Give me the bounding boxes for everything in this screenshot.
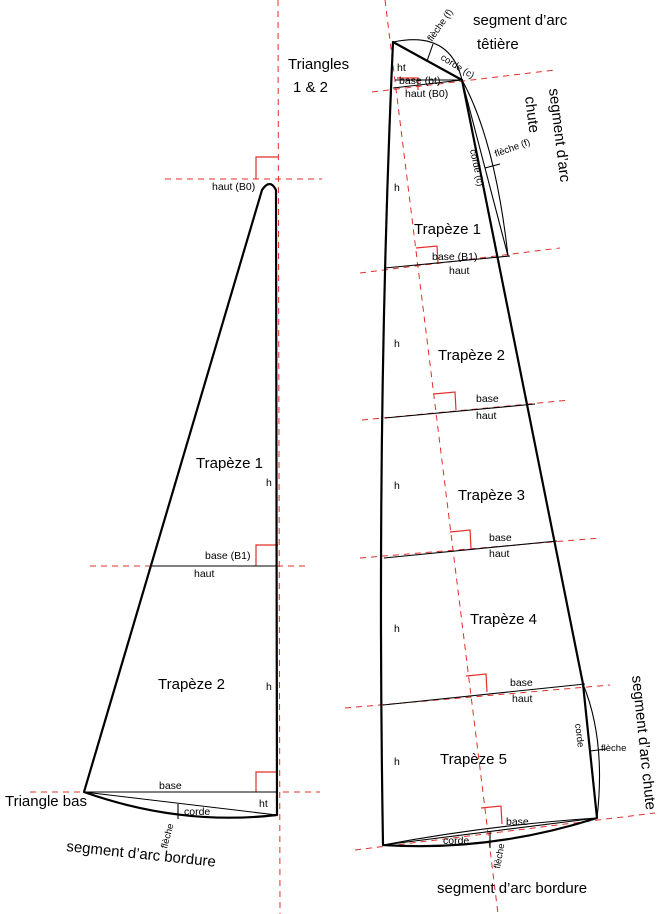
right-angle-3 [449, 529, 472, 549]
right-base-2-label: base [476, 393, 499, 405]
right-chute-low-fleche [589, 748, 607, 752]
chute-segment-label-2: chute [521, 95, 542, 134]
chute-low-corde-label: corde [572, 723, 586, 748]
right-base-5-label: base [506, 816, 529, 828]
left-corde-label: corde [184, 806, 210, 818]
right-base-4-label: base [510, 677, 533, 689]
left-base-label: base [159, 780, 182, 792]
right-haut-1-label: haut [449, 265, 470, 277]
right-trapeze-1-label: Trapèze 1 [414, 221, 481, 238]
right-mast-axis [384, 0, 499, 914]
right-h-label-4: h [394, 623, 400, 635]
right-haut-4-label: haut [512, 693, 533, 705]
right-base-3-label: base [489, 532, 512, 544]
right-angle-5 [480, 805, 503, 825]
right-corde-bottom-label: corde [443, 835, 469, 847]
right-tetiere-arc [392, 39, 463, 81]
right-chute-low-arc [582, 683, 601, 819]
left-base-b1-label: base (B1) [205, 550, 251, 562]
triangles-title-1: Triangles [288, 56, 349, 73]
left-corde-line [83, 791, 278, 816]
left-trapeze-1-label: Trapèze 1 [196, 455, 263, 472]
right-sail: segment d’arc têtière flèche (f) corde (… [344, 0, 659, 914]
right-trapeze-3-label: Trapèze 3 [458, 487, 525, 504]
left-right-angle-top [255, 156, 278, 179]
right-divider-3 [383, 540, 558, 559]
tetiere-segment-label-1: segment d’arc [473, 12, 568, 29]
right-haut-b0-label: haut (B0) [405, 88, 448, 100]
right-ht-label: ht [397, 62, 406, 74]
chute-corde-label: corde (c) [467, 148, 486, 187]
tetiere-fleche-label: flèche (f) [425, 7, 455, 44]
right-haut-3-label: haut [489, 548, 510, 560]
right-bordure-corde [382, 817, 598, 846]
right-base-bt-label: base (bt) [399, 75, 440, 87]
right-guide-top [371, 69, 556, 93]
triangles-title-2: 1 & 2 [293, 79, 328, 96]
right-h-label-3: h [394, 480, 400, 492]
right-trapeze-2-label: Trapèze 2 [438, 347, 505, 364]
right-trapeze-4-label: Trapèze 4 [470, 611, 537, 628]
left-h-label-2: h [266, 681, 272, 693]
right-sail-outline [379, 40, 599, 848]
right-guide-3 [359, 537, 601, 559]
right-divider-2 [384, 403, 536, 419]
right-haut-2-label: haut [476, 410, 497, 422]
right-divider-4 [382, 683, 586, 706]
left-trapeze-2-label: Trapèze 2 [158, 676, 225, 693]
left-ht-label: ht [259, 798, 268, 810]
right-chute-arc [461, 79, 509, 257]
left-sail-outline [82, 182, 279, 819]
tetiere-segment-label-2: têtière [477, 36, 519, 53]
left-right-angle-mid [255, 544, 278, 566]
left-mast-axis [277, 0, 281, 914]
chute-fleche-label: flèche (f) [493, 137, 532, 160]
right-bordure-arc [382, 817, 598, 846]
right-base-b1-label: base (B1) [432, 251, 478, 263]
left-haut-b0-label: haut (B0) [212, 181, 255, 193]
right-angle-2 [433, 391, 457, 411]
left-sail: Triangles 1 & 2 haut (B0) Trapèze 1 h ba… [5, 0, 349, 914]
right-chute-fleche [484, 163, 501, 169]
right-divider-1 [384, 255, 511, 269]
right-trapeze-5-label: Trapèze 5 [440, 751, 507, 768]
chute-segment-label-1: segment d’arc [545, 87, 573, 183]
left-haut-label: haut [194, 568, 215, 580]
left-h-label-1: h [266, 477, 272, 489]
right-angle-4 [465, 673, 488, 693]
chute-low-segment-label: segment d’arc chute [628, 675, 659, 811]
left-fleche-label: flèche [159, 822, 176, 849]
right-h-label-5: h [394, 756, 400, 768]
right-fleche-bottom-label: flèche [492, 843, 507, 870]
right-h-label-1: h [394, 182, 400, 194]
right-h-label-2: h [394, 338, 400, 350]
left-right-angle-bottom [255, 771, 278, 792]
right-angle-1 [415, 245, 439, 265]
right-haut-b0-line [392, 79, 463, 89]
chute-low-fleche-label: flèche [601, 743, 626, 754]
right-tetiere-fleche [426, 43, 434, 62]
right-segment-bordure-label: segment d’arc bordure [437, 880, 587, 897]
right-angle-top [397, 77, 419, 90]
triangle-bas-label: Triangle bas [5, 793, 87, 810]
left-segment-bordure-label: segment d’arc bordure [66, 838, 217, 871]
